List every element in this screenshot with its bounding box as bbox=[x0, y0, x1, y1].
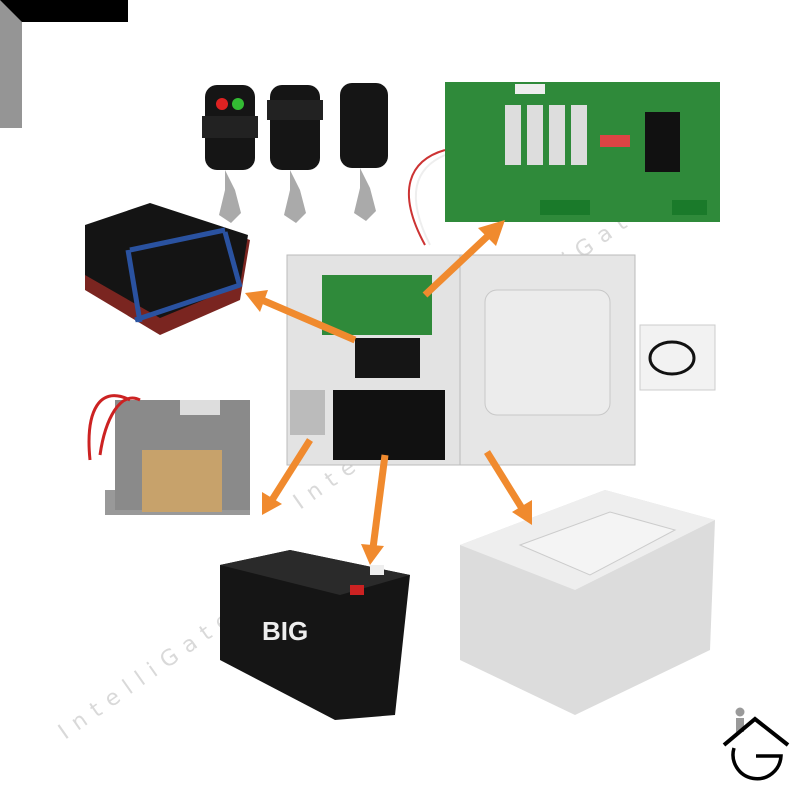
remote-controls bbox=[202, 83, 388, 223]
remote-control bbox=[340, 83, 388, 221]
watermark-text: IntelliGate bbox=[54, 602, 243, 744]
battery-brand: BIG bbox=[262, 616, 308, 646]
cable-coil bbox=[639, 324, 716, 391]
transformer bbox=[87, 394, 250, 515]
receiver-cover bbox=[85, 203, 250, 335]
intelligate-logo bbox=[722, 707, 790, 781]
battery: BIG bbox=[220, 550, 410, 720]
control-board bbox=[445, 82, 720, 222]
control-box-lid bbox=[459, 254, 636, 466]
arrows bbox=[245, 220, 532, 565]
remote-control bbox=[267, 85, 323, 223]
corner-frame bbox=[0, 0, 128, 128]
enclosure-box bbox=[460, 490, 715, 715]
board-wires bbox=[408, 149, 446, 246]
remote-control bbox=[202, 85, 258, 223]
